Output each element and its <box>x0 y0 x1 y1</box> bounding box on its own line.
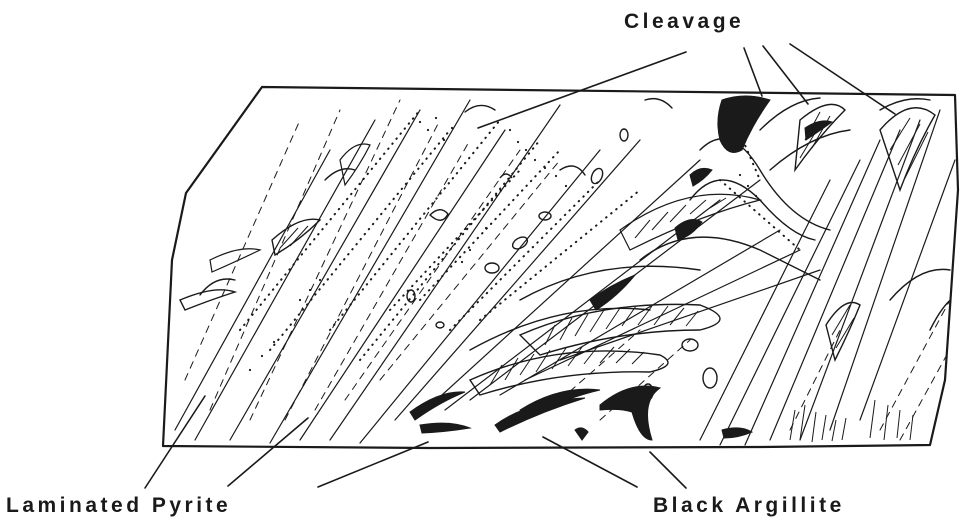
laminated-pyrite-label: Laminated Pyrite <box>6 494 231 518</box>
black-argillite-leader-lines <box>543 437 686 488</box>
cleavage-leader-lines <box>478 44 895 128</box>
hatched-bands <box>180 104 935 395</box>
laminated-pyrite-leader-lines <box>145 396 428 488</box>
cleavage-label: Cleavage <box>624 10 744 34</box>
black-argillite-label: Black Argillite <box>653 494 845 518</box>
lower-right-cleavage-ticks <box>790 400 913 442</box>
fold-strokes <box>200 98 958 350</box>
dashed-laminae <box>185 100 955 440</box>
